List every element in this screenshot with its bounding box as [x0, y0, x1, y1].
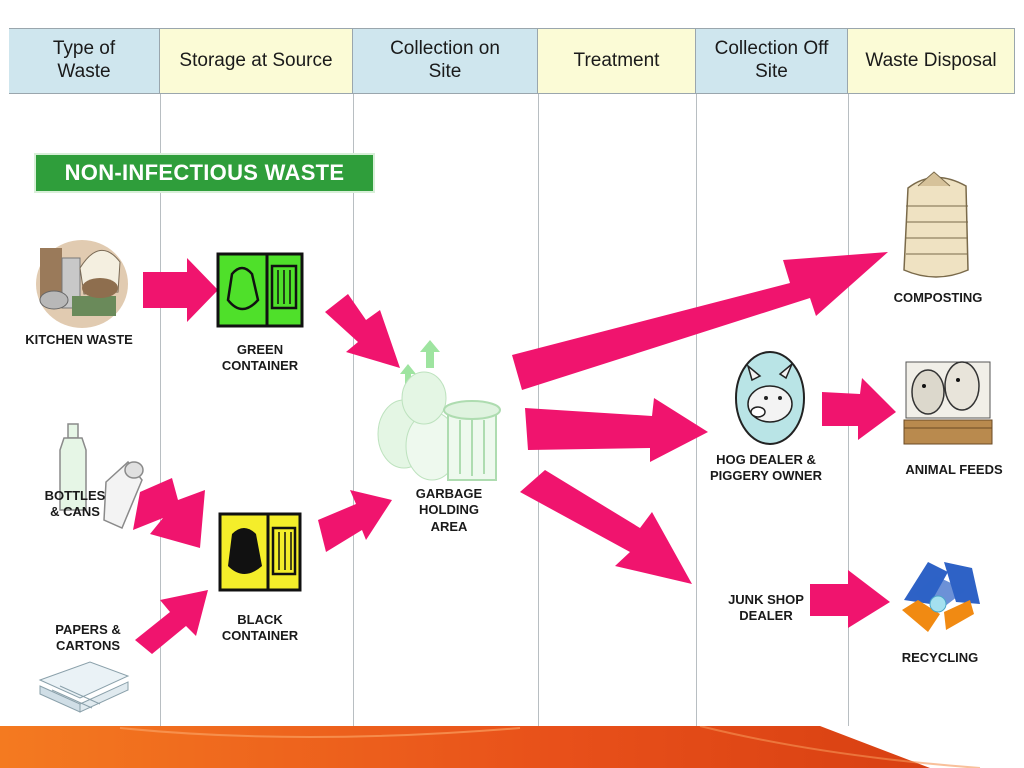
- bottom-orange-bar: [0, 726, 981, 768]
- header-treatment: Treatment: [538, 28, 696, 94]
- arrow-papers-to-black: [135, 590, 208, 654]
- header-collection-off-site: Collection Off Site: [696, 28, 848, 94]
- header-storage-at-source: Storage at Source: [160, 28, 353, 94]
- header-collection-on-site: Collection on Site: [353, 28, 538, 94]
- recycling-icon: [902, 562, 980, 632]
- label-hog-dealer: HOG DEALER & PIGGERY OWNER: [710, 452, 822, 484]
- bottles-cans-icon: [59, 423, 144, 529]
- papers-cartons-icon: [38, 661, 130, 713]
- garbage-holding-icon: [377, 340, 501, 481]
- non-infectious-waste-banner: NON-INFECTIOUS WASTE: [34, 153, 375, 193]
- label-kitchen-waste: KITCHEN WASTE: [25, 332, 133, 347]
- arrow-bottles-to-black: [133, 478, 205, 548]
- label-black-container: BLACK CONTAINER: [221, 612, 299, 644]
- cows-icon: [903, 361, 993, 445]
- green-container-icon: [216, 252, 304, 328]
- column-divider: [160, 94, 161, 726]
- arrow-hog-to-feeds: [822, 378, 896, 440]
- arrow-junk-to-recycling: [810, 570, 890, 628]
- arrow-holding-to-hog: [525, 398, 708, 462]
- label-bottles-cans: BOTTLES & CANS: [44, 488, 106, 520]
- pig-icon: [735, 351, 805, 445]
- arrow-kitchen-to-green: [143, 258, 218, 322]
- column-divider: [696, 94, 697, 726]
- label-green-container: GREEN CONTAINER: [221, 342, 299, 374]
- flow-arrows: [133, 252, 896, 654]
- arrow-holding-to-composting: [512, 252, 888, 390]
- compost-bin-icon: [903, 171, 969, 278]
- label-garbage-holding-area: GARBAGE HOLDING AREA: [415, 486, 483, 534]
- column-divider: [353, 94, 354, 726]
- header-type-of-waste: Type of Waste: [9, 28, 160, 94]
- label-recycling: RECYCLING: [901, 650, 979, 665]
- arrow-green-to-holding: [325, 294, 400, 368]
- label-animal-feeds: ANIMAL FEEDS: [905, 462, 1003, 477]
- black-container-icon: [218, 512, 302, 592]
- label-junk-shop-dealer: JUNK SHOP DEALER: [728, 592, 804, 624]
- arrow-black-to-holding: [318, 490, 392, 552]
- arrow-holding-to-junk: [520, 470, 692, 584]
- label-composting: COMPOSTING: [893, 290, 983, 305]
- kitchen-waste-icon: [36, 240, 128, 328]
- header-waste-disposal: Waste Disposal: [848, 28, 1015, 94]
- label-papers-cartons: PAPERS & CARTONS: [55, 622, 121, 654]
